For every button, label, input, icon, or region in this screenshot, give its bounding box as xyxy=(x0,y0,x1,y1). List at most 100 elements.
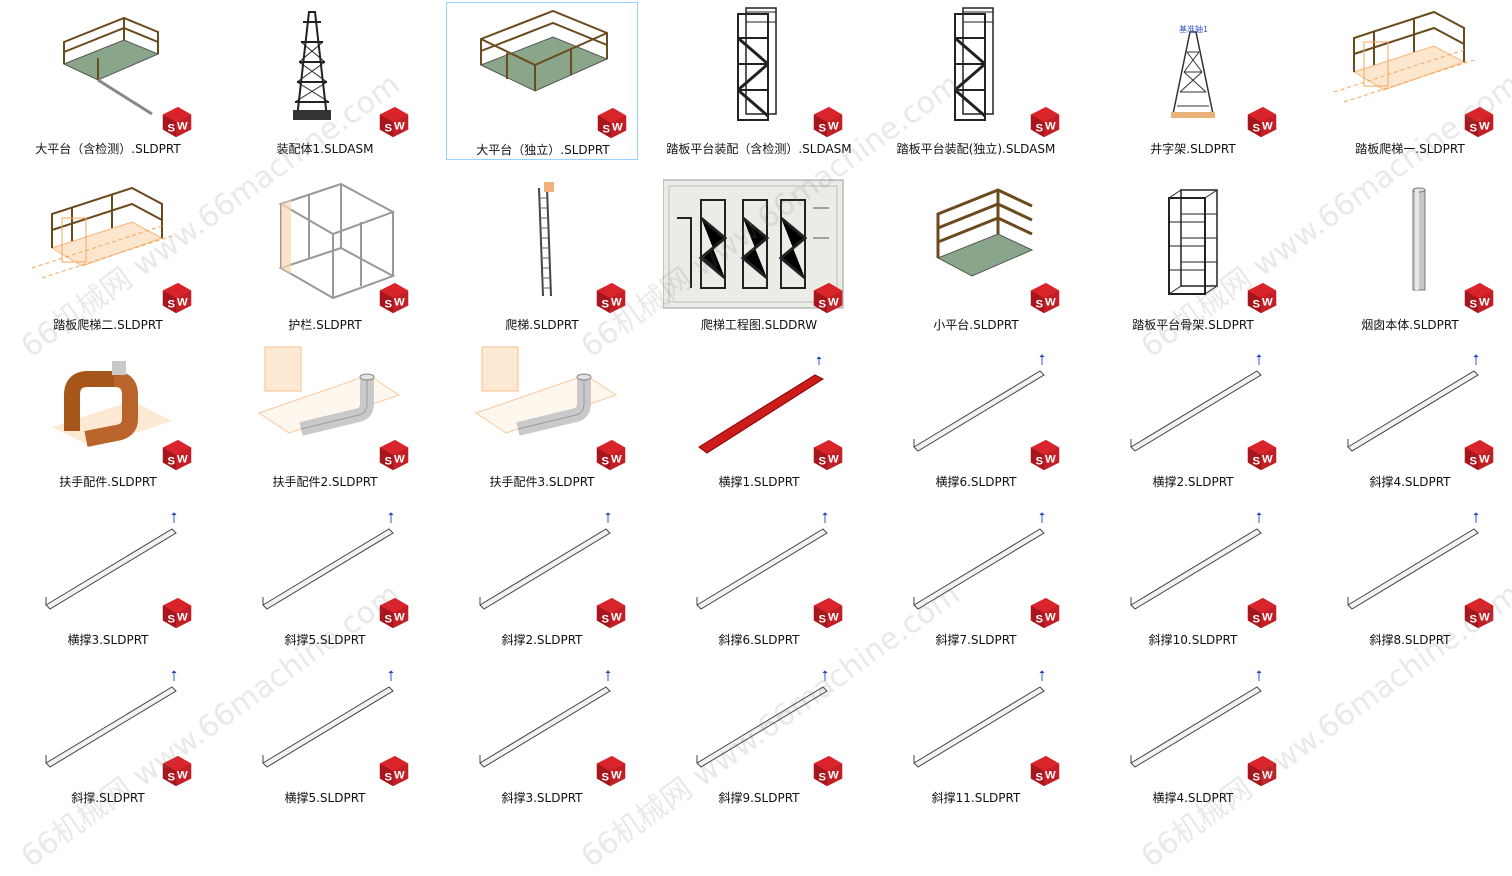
svg-text:W: W xyxy=(1262,121,1273,133)
solidworks-icon: S W xyxy=(813,597,843,629)
file-name-label: 斜撑2.SLDPRT xyxy=(501,633,583,647)
platform-railing-thumbnail[interactable] xyxy=(12,2,204,137)
svg-text:W: W xyxy=(177,612,188,624)
bent-pipe-thumbnail[interactable] xyxy=(446,335,638,470)
elbow-pipe-thumbnail[interactable] xyxy=(12,335,204,470)
beam-thumbnail[interactable] xyxy=(12,493,204,628)
beam-thumbnail[interactable] xyxy=(1097,493,1289,628)
svg-text:W: W xyxy=(828,770,839,782)
solidworks-icon: S W xyxy=(379,597,409,629)
beam-thumbnail[interactable] xyxy=(229,651,421,786)
svg-text:S: S xyxy=(385,771,393,783)
stair-tower-thumbnail[interactable] xyxy=(880,2,1072,137)
beam-thumbnail[interactable] xyxy=(880,651,1072,786)
beam-thumbnail[interactable] xyxy=(663,651,855,786)
drawing-thumbnail[interactable] xyxy=(663,178,855,313)
file-name-label: 横撑3.SLDPRT xyxy=(67,633,149,647)
beam-thumbnail[interactable] xyxy=(1097,335,1289,470)
beam-thumbnail[interactable] xyxy=(880,493,1072,628)
file-name-label: 爬梯.SLDPRT xyxy=(505,318,579,332)
svg-text:W: W xyxy=(612,122,623,134)
solidworks-icon: S W xyxy=(379,439,409,471)
solidworks-icon: S W xyxy=(596,282,626,314)
file-name-label: 大平台（含检测）.SLDPRT xyxy=(35,142,181,156)
bent-pipe-thumbnail[interactable] xyxy=(229,335,421,470)
beam-thumbnail[interactable] xyxy=(663,493,855,628)
file-name-label: 横撑4.SLDPRT xyxy=(1152,791,1234,805)
svg-text:S: S xyxy=(1036,455,1044,467)
lattice-tower-thumbnail[interactable] xyxy=(1097,2,1289,137)
svg-text:S: S xyxy=(168,122,176,134)
stair-tower-thumbnail[interactable] xyxy=(663,2,855,137)
platform-railing-large-thumbnail[interactable] xyxy=(447,3,639,138)
svg-text:W: W xyxy=(611,297,622,309)
file-name-label: 斜撑8.SLDPRT xyxy=(1369,633,1451,647)
beam-thumbnail[interactable] xyxy=(446,493,638,628)
svg-text:S: S xyxy=(1253,298,1261,310)
small-platform-thumbnail[interactable] xyxy=(880,178,1072,313)
solidworks-icon: S W xyxy=(1247,282,1277,314)
solidworks-icon: S W xyxy=(162,755,192,787)
chimney-thumbnail[interactable] xyxy=(1314,178,1506,313)
solidworks-icon: S W xyxy=(596,439,626,471)
ladder-thumbnail[interactable] xyxy=(446,178,638,313)
beam-thumbnail[interactable] xyxy=(1314,335,1506,470)
svg-text:W: W xyxy=(1479,121,1490,133)
skeleton-frame-thumbnail[interactable] xyxy=(1097,178,1289,313)
svg-text:S: S xyxy=(819,298,827,310)
beam-thumbnail[interactable] xyxy=(12,651,204,786)
guardrail-box-thumbnail[interactable] xyxy=(229,178,421,313)
file-name-label: 烟囱本体.SLDPRT xyxy=(1361,318,1459,332)
file-tile[interactable]: S W 爬梯.SLDPRT xyxy=(446,178,638,336)
solidworks-icon: S W xyxy=(1247,439,1277,471)
solidworks-icon: S W xyxy=(1247,597,1277,629)
solidworks-icon: S W xyxy=(597,107,627,139)
beam-thumbnail[interactable] xyxy=(880,335,1072,470)
red-beam-thumbnail[interactable] xyxy=(663,335,855,470)
file-name-label: 井字架.SLDPRT xyxy=(1150,142,1236,156)
beam-thumbnail[interactable] xyxy=(1097,651,1289,786)
beam-thumbnail[interactable] xyxy=(229,493,421,628)
file-name-label: 踏板平台装配（含检测）.SLDASM xyxy=(666,142,852,156)
beam-thumbnail[interactable] xyxy=(446,651,638,786)
svg-text:S: S xyxy=(1470,298,1478,310)
svg-text:S: S xyxy=(168,771,176,783)
orange-frame-thumbnail[interactable] xyxy=(1314,2,1506,137)
beam-thumbnail[interactable] xyxy=(1314,493,1506,628)
orange-frame-thumbnail[interactable] xyxy=(12,178,204,313)
tower-black-thumbnail[interactable] xyxy=(229,2,421,137)
